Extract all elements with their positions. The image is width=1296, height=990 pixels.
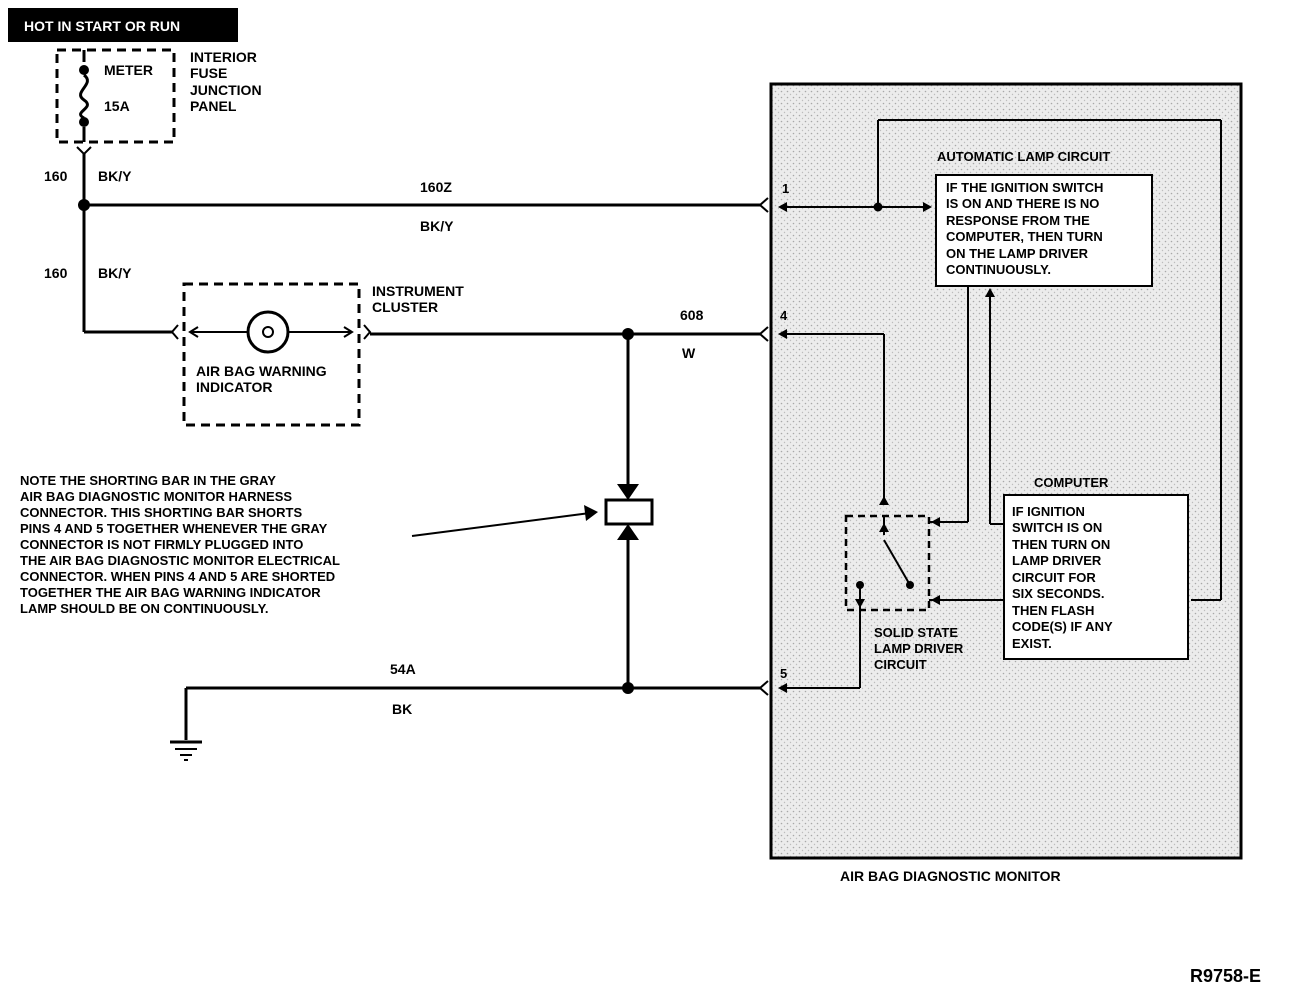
auto-lamp-line-4: COMPUTER, THEN TURN [946, 229, 1103, 244]
warning-lamp-icon [246, 310, 290, 354]
instrument-cluster: AIR BAG WARNING INDICATOR [182, 282, 361, 427]
header-label: HOT IN START OR RUN [24, 18, 180, 34]
computer-line-8: CODE(S) IF ANY [1012, 619, 1113, 634]
fuse-connector-icon [76, 146, 92, 156]
figure-id: R9758-E [1190, 966, 1261, 986]
ground-wire-color: BK [392, 701, 412, 717]
lower-circuit-number: 160 [44, 265, 68, 281]
computer-line-2: SWITCH IS ON [1012, 520, 1102, 535]
shorting-bar-icon [604, 498, 654, 526]
lamp-driver-box [844, 514, 931, 612]
computer-line-7: THEN FLASH [1012, 603, 1094, 618]
cluster-label-line-2: CLUSTER [372, 299, 438, 315]
indicator-label-line-1: AIR BAG WARNING [196, 363, 327, 379]
note-arrow-icon [584, 505, 598, 521]
panel-label-line-4: PANEL [190, 98, 237, 114]
auto-lamp-box [935, 174, 1153, 287]
computer-line-3: THEN TURN ON [1012, 537, 1110, 552]
computer-box [1003, 494, 1189, 660]
pin-4-label: 4 [780, 308, 788, 323]
shorting-bar-bottom-arrow-icon [617, 524, 639, 540]
shorting-bar-note: NOTE THE SHORTING BAR IN THE GRAY AIR BA… [20, 473, 598, 616]
fuse-bottom-terminal [79, 117, 89, 127]
pin-1-label: 1 [782, 181, 789, 196]
note-line-5: CONNECTOR IS NOT FIRMLY PLUGGED INTO [20, 537, 303, 552]
power-source-header: HOT IN START OR RUN [8, 8, 238, 42]
note-line-9: LAMP SHOULD BE ON CONTINUOUSLY. [20, 601, 268, 616]
note-line-8: TOGETHER THE AIR BAG WARNING INDICATOR [20, 585, 321, 600]
note-line-3: CONNECTOR. THIS SHORTING BAR SHORTS [20, 505, 302, 520]
auto-lamp-title: AUTOMATIC LAMP CIRCUIT [937, 149, 1110, 164]
panel-label-line-3: JUNCTION [190, 82, 262, 98]
auto-lamp-line-2: IS ON AND THERE IS NO [946, 196, 1099, 211]
fuse-rating: 15A [104, 98, 130, 114]
feed-circuit-number: 160Z [420, 179, 452, 195]
air-bag-diagnostic-monitor: AIR BAG DIAGNOSTIC MONITOR 1 4 5 AUTOMAT… [769, 82, 1243, 884]
auto-lamp-line-5: ON THE LAMP DRIVER [946, 246, 1089, 261]
fuse-element-icon [79, 73, 89, 120]
panel-label-line-1: INTERIOR [190, 49, 257, 65]
fuse-name: METER [104, 62, 153, 78]
switch-blade-icon [883, 539, 911, 586]
lower-wire-color: BK/Y [98, 265, 132, 281]
driver-label-line-3: CIRCUIT [874, 657, 927, 672]
fuse-top-terminal [79, 65, 89, 75]
auto-lamp-line-3: RESPONSE FROM THE [946, 213, 1090, 228]
computer-line-9: EXIST. [1012, 636, 1052, 651]
auto-lamp-line-6: CONTINUOUSLY. [946, 262, 1051, 277]
note-line-4: PINS 4 AND 5 TOGETHER WHENEVER THE GRAY [20, 521, 328, 536]
driver-label-line-2: LAMP DRIVER [874, 641, 964, 656]
upper-wire-color: BK/Y [98, 168, 132, 184]
ground-circuit-number: 54A [390, 661, 416, 677]
ground-icon [170, 740, 202, 761]
shorting-bar-top-arrow-icon [617, 484, 639, 500]
feed-wire-color: BK/Y [420, 218, 454, 234]
splice-54a [622, 682, 634, 694]
computer-line-5: CIRCUIT FOR [1012, 570, 1096, 585]
pin-4-connector-icon [758, 326, 769, 342]
note-line-7: CONNECTOR. WHEN PINS 4 AND 5 ARE SHORTED [20, 569, 335, 584]
module-title: AIR BAG DIAGNOSTIC MONITOR [840, 868, 1061, 884]
pin-1-connector-icon [758, 197, 769, 213]
computer-line-4: LAMP DRIVER [1012, 553, 1102, 568]
indicator-wire-color: W [682, 345, 696, 361]
upper-circuit-number: 160 [44, 168, 68, 184]
fuse-junction-panel: METER 15A INTERIOR FUSE JUNCTION PANEL [55, 48, 262, 144]
cluster-in-connector-icon [170, 324, 179, 340]
shorting-bar [604, 334, 654, 688]
note-line-2: AIR BAG DIAGNOSTIC MONITOR HARNESS [20, 489, 292, 504]
panel-label-line-2: FUSE [190, 65, 227, 81]
pin-5-connector-icon [758, 680, 769, 696]
pin-5-label: 5 [780, 666, 787, 681]
driver-label-line-1: SOLID STATE [874, 625, 958, 640]
note-line-1: NOTE THE SHORTING BAR IN THE GRAY [20, 473, 276, 488]
cluster-out-connector-icon [363, 324, 372, 340]
computer-line-1: IF IGNITION [1012, 504, 1085, 519]
note-line-6: THE AIR BAG DIAGNOSTIC MONITOR ELECTRICA… [20, 553, 340, 568]
indicator-circuit-number: 608 [680, 307, 704, 323]
indicator-label-line-2: INDICATOR [196, 379, 272, 395]
auto-lamp-line-1: IF THE IGNITION SWITCH [946, 180, 1103, 195]
cluster-label-line-1: INSTRUMENT [372, 283, 464, 299]
computer-title: COMPUTER [1034, 475, 1109, 490]
computer-line-6: SIX SECONDS. [1012, 586, 1104, 601]
note-leader-line [411, 512, 591, 537]
